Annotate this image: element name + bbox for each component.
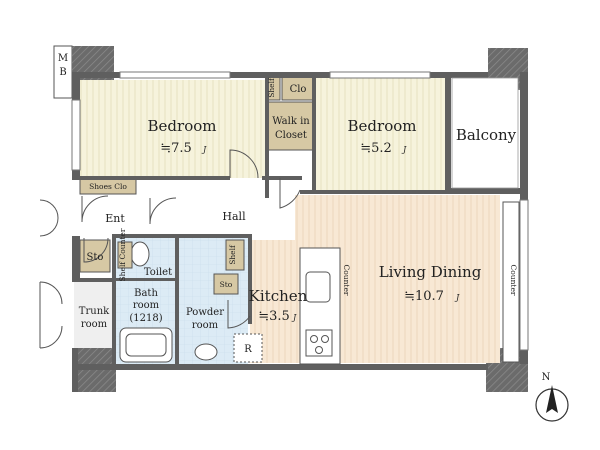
closet-label: Clo bbox=[290, 84, 307, 95]
powder-room-label-2: room bbox=[192, 320, 219, 331]
kitchen-area: ≒3.5 bbox=[258, 309, 290, 324]
kitchen-name: Kitchen bbox=[249, 287, 308, 305]
balcony-label: Balcony bbox=[456, 126, 517, 144]
trunk-room-label-1: Trunk bbox=[79, 306, 110, 317]
closet-top bbox=[281, 73, 315, 101]
bathroom-size: (1218) bbox=[129, 313, 162, 324]
counter-right-label: Counter bbox=[509, 265, 518, 296]
powder-room-label-1: Powder bbox=[186, 307, 224, 318]
bedroom-left-name: Bedroom bbox=[148, 117, 217, 135]
mb-label-bottom: B bbox=[59, 67, 66, 78]
closets bbox=[79, 73, 315, 295]
compass-icon: N bbox=[535, 372, 569, 422]
bathroom-label-1: Bath bbox=[134, 288, 158, 299]
mb-shaft: M B bbox=[53, 45, 73, 99]
fridge-label: R bbox=[244, 344, 252, 355]
walk-in-closet-label-2: Closet bbox=[275, 130, 307, 141]
counter-kitchen-label: Counter bbox=[342, 265, 351, 296]
bedroom-left-floor bbox=[80, 80, 265, 178]
kitchen-unit: J bbox=[291, 313, 297, 322]
storage-mid-label: Sto bbox=[220, 280, 233, 289]
storage-left-label: Sto bbox=[87, 252, 104, 263]
shelf-counter-box bbox=[117, 241, 133, 269]
bedroom-right-floor bbox=[315, 74, 445, 190]
room-labels: Bedroom ≒7.5 J Bedroom ≒5.2 J Living Din… bbox=[79, 77, 518, 355]
fridge-box bbox=[233, 333, 263, 363]
shelf-top-label: Shelf bbox=[267, 77, 276, 98]
shoes-closet-label: Shoes Clo bbox=[89, 182, 127, 191]
trunk-room-label-2: room bbox=[81, 319, 108, 330]
bedroom-right-area: ≒5.2 bbox=[360, 141, 392, 156]
storage-mid-box bbox=[213, 273, 239, 295]
shelf-mid-box bbox=[225, 239, 245, 271]
bedroom-right-name: Bedroom bbox=[348, 117, 417, 135]
kitchen-sink bbox=[305, 271, 331, 303]
bedroom-left-area: ≒7.5 bbox=[160, 141, 192, 156]
shelf-mid-label: Shelf bbox=[228, 244, 237, 265]
living-dining-area: ≒10.7 bbox=[404, 289, 444, 304]
doors bbox=[39, 149, 301, 349]
toilet-label: Toilet bbox=[144, 267, 172, 278]
stove bbox=[305, 329, 333, 357]
mb-label-top: M bbox=[58, 53, 68, 64]
toilet-bowl bbox=[130, 241, 150, 267]
fixtures bbox=[117, 201, 520, 365]
hall-floor bbox=[150, 195, 250, 235]
bathroom-label-2: room bbox=[133, 300, 160, 311]
living-dining-unit: J bbox=[454, 293, 460, 302]
trunk-room-floor bbox=[74, 282, 112, 348]
bedroom-right-unit: J bbox=[401, 145, 407, 154]
corner-pillars bbox=[72, 46, 528, 392]
balcony-area bbox=[451, 77, 519, 189]
shelf-counter-label: Shelf Counter bbox=[118, 228, 127, 281]
washbasin bbox=[194, 343, 218, 361]
compass-label: N bbox=[542, 372, 551, 383]
storage-left-box bbox=[79, 239, 111, 273]
hall-label: Hall bbox=[222, 210, 246, 223]
entrance-label: Ent bbox=[105, 212, 125, 225]
bedroom-left-unit: J bbox=[201, 145, 207, 154]
counter-right-strip bbox=[502, 201, 520, 363]
living-dining-name: Living Dining bbox=[379, 263, 482, 281]
windows bbox=[71, 71, 529, 351]
bathtub bbox=[119, 327, 173, 363]
walk-in-closet-label-1: Walk in bbox=[272, 116, 310, 127]
